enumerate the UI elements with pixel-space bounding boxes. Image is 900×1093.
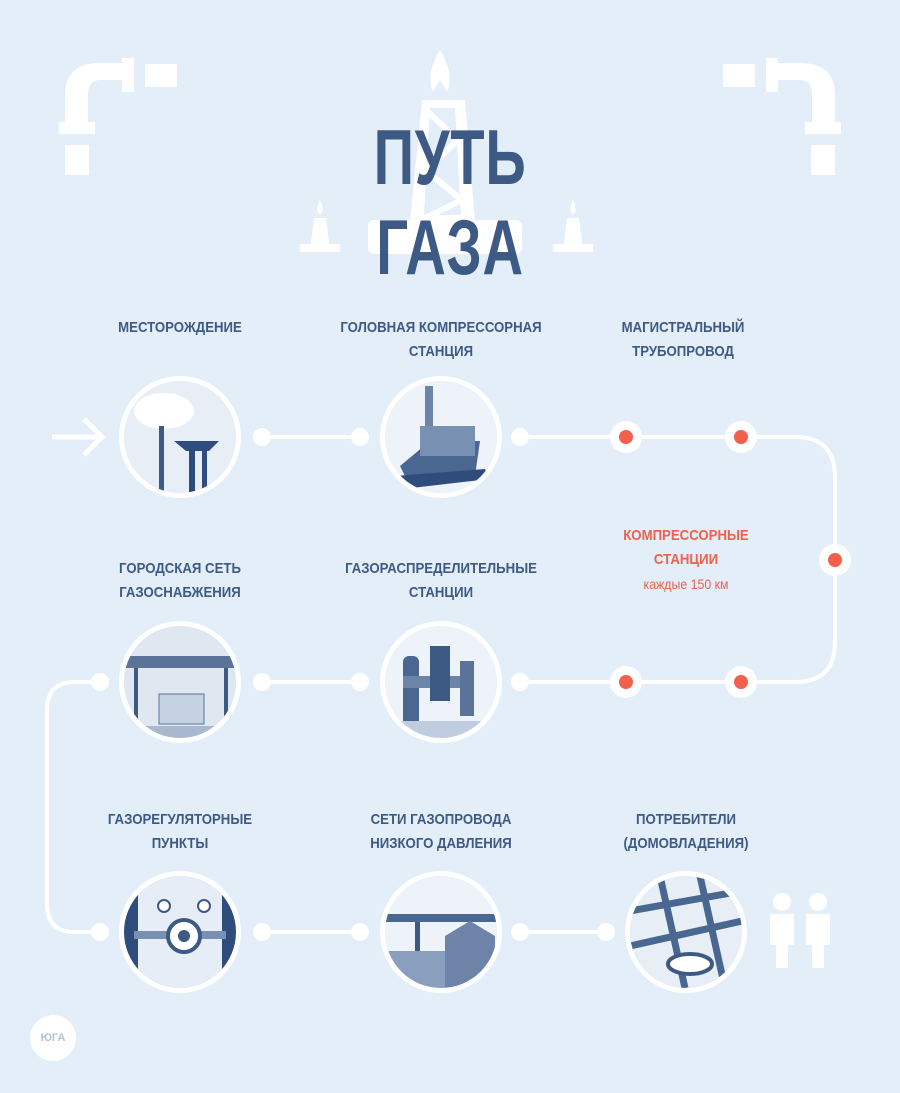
page-title: ПУТЬ ГАЗА <box>373 113 527 291</box>
photo-city-network <box>119 621 241 743</box>
photo-regulators <box>119 871 241 993</box>
pipe-right-icon <box>723 58 841 175</box>
people-icon <box>770 893 830 968</box>
connector-nodes <box>91 428 615 941</box>
photo-distribution <box>380 621 502 743</box>
arrow-icon <box>52 417 106 457</box>
photo-head-compressor <box>380 376 502 498</box>
pipe-left-icon <box>59 58 177 175</box>
stage-label-consumers: ПОТРЕБИТЕЛИ(ДОМОВЛАДЕНИЯ) <box>623 811 749 852</box>
photo-low-pressure <box>380 871 502 993</box>
header-decoration <box>59 50 841 254</box>
photo-consumers <box>625 871 747 993</box>
small-rig-left-icon <box>300 200 340 252</box>
logo[interactable]: ЮГА <box>30 1015 76 1061</box>
photo-field <box>119 376 241 498</box>
compressor-station-markers <box>610 421 851 698</box>
logo-text: ЮГА <box>40 1032 66 1044</box>
stage-label-field: МЕСТОРОЖДЕНИЕ <box>118 319 242 336</box>
gas-rig-icon <box>368 50 522 254</box>
small-rig-right-icon <box>553 200 593 252</box>
